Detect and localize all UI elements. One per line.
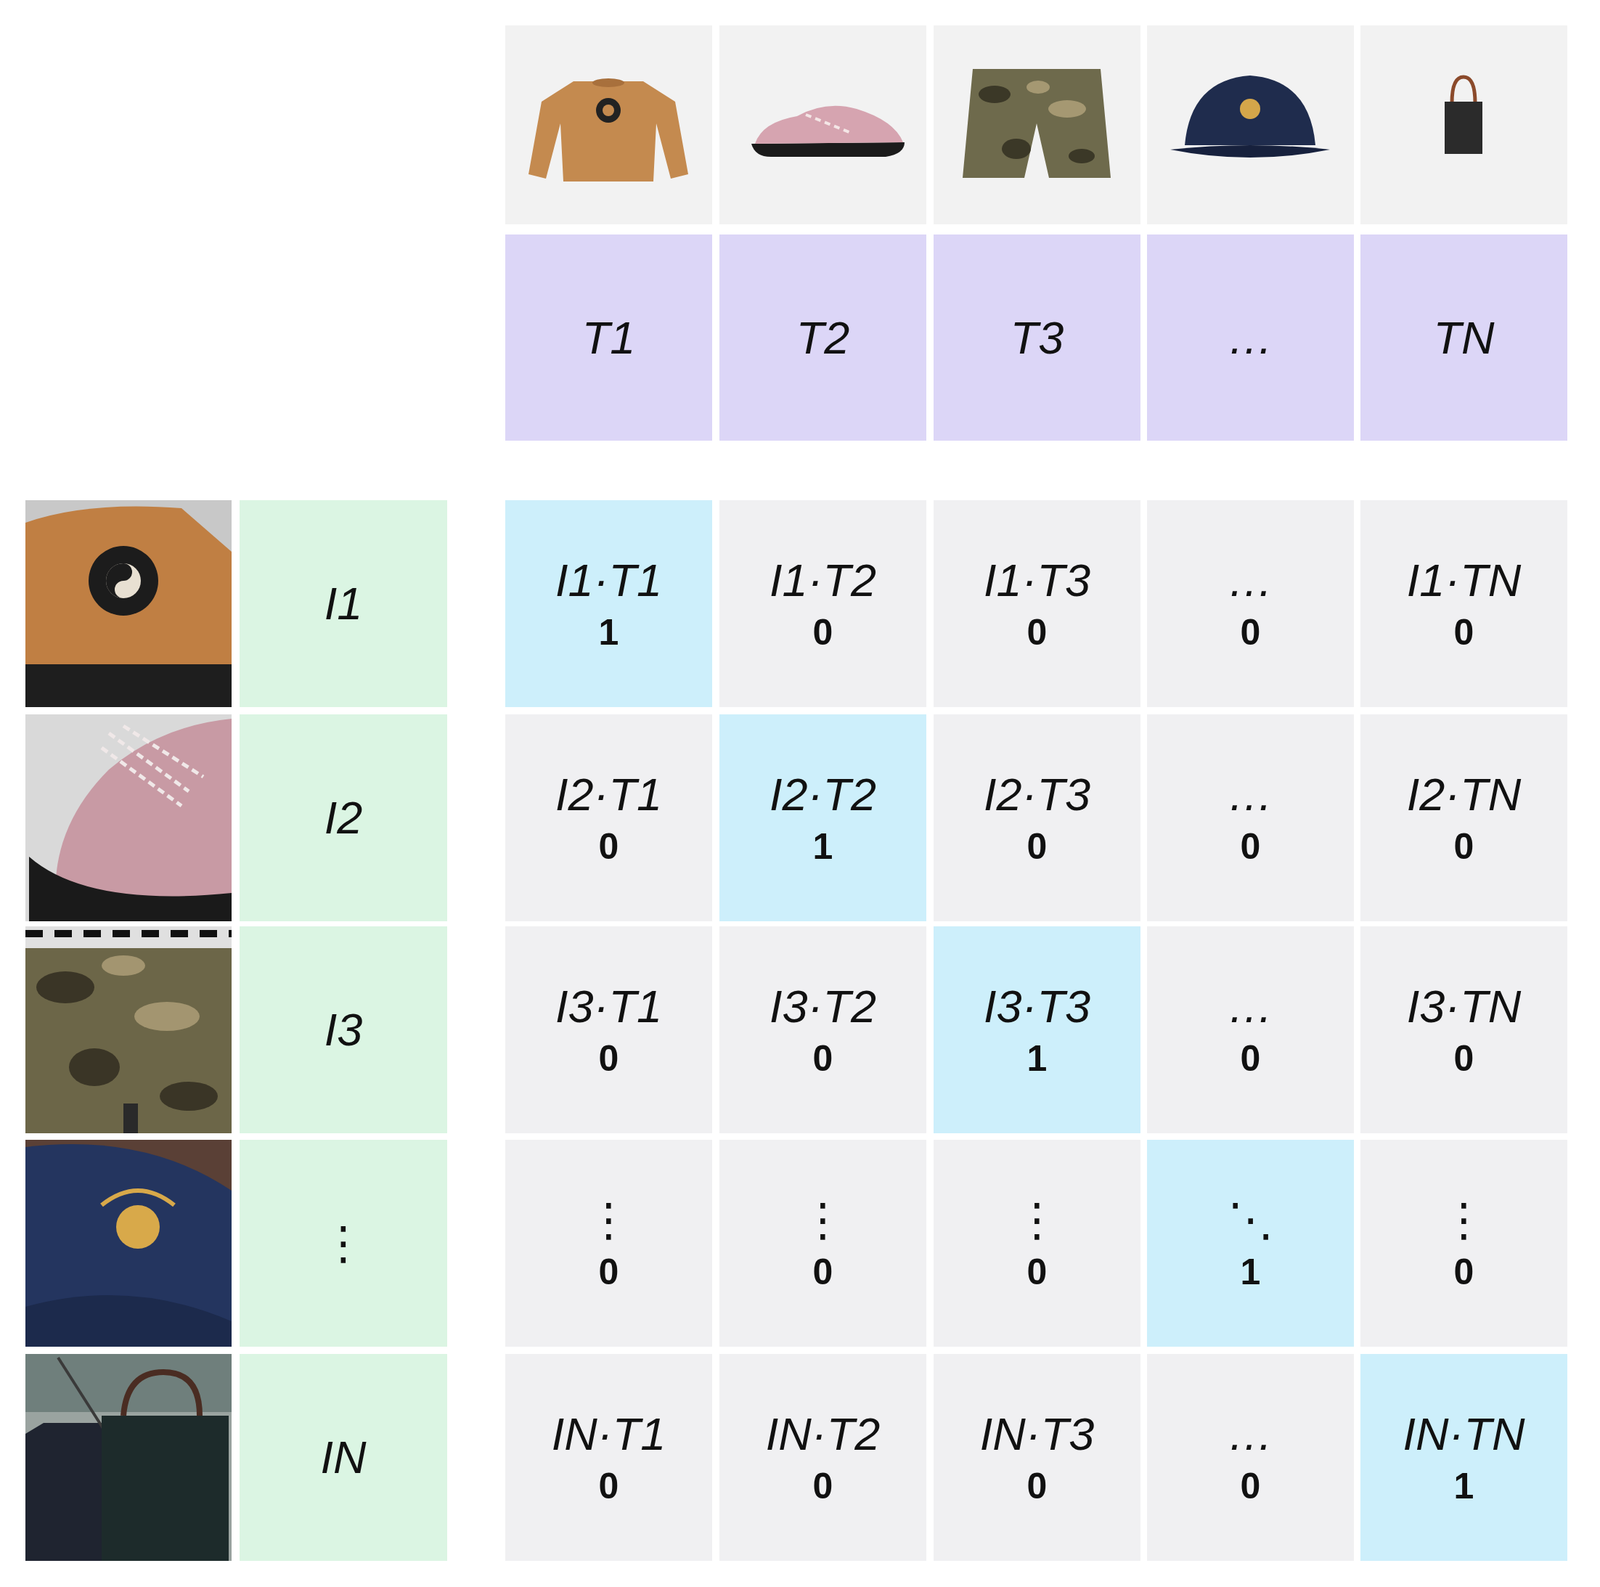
similarity-cell: I2·T1 0 <box>505 714 713 922</box>
target-value: 0 <box>598 826 620 869</box>
target-value: 1 <box>813 826 834 869</box>
similarity-cell: ⋮0 <box>719 1139 927 1347</box>
matching-pair-cell: I2·T2 1 <box>719 714 927 922</box>
embedding-label: … <box>1227 980 1274 1033</box>
embedding-label: I2·T2 <box>769 768 877 821</box>
text-embedding-box: T3 <box>933 234 1141 441</box>
matching-pair-cell: I1·T11 <box>505 500 713 708</box>
embedding-label: I1·T1 <box>555 553 663 607</box>
target-value: 1 <box>1240 1251 1261 1294</box>
embedding-label: TN <box>1433 311 1495 364</box>
text-embedding-box: T2 <box>719 234 927 441</box>
embedding-label: I2·T3 <box>983 768 1091 821</box>
embedding-label: ⋮ <box>320 1216 367 1269</box>
target-value: 0 <box>1454 826 1475 869</box>
embedding-label: … <box>1227 553 1274 607</box>
target-value: 0 <box>1240 1038 1261 1081</box>
similarity-cell: I3·T1 0 <box>505 926 713 1134</box>
embedding-label: T1 <box>582 311 636 364</box>
embedding-label: … <box>1227 768 1274 821</box>
embedding-label: I1·T3 <box>983 553 1091 607</box>
embedding-label: I3·TN <box>1406 980 1522 1033</box>
embedding-label: IN·T2 <box>765 1407 881 1460</box>
embedding-label: ⋮ <box>800 1193 846 1246</box>
embedding-label: I3·T2 <box>769 980 877 1033</box>
target-value: 0 <box>598 1251 620 1294</box>
target-value: 0 <box>1027 1251 1048 1294</box>
image-embedding-box: I2 <box>239 714 448 922</box>
target-value: 0 <box>813 1038 834 1081</box>
embedding-label: IN·TN <box>1403 1407 1526 1460</box>
similarity-cell: ⋮0 <box>1360 1139 1568 1347</box>
similarity-cell: …0 <box>1147 500 1354 708</box>
similarity-cell: …0 <box>1147 926 1354 1134</box>
embedding-label: I2·T1 <box>555 768 663 821</box>
embedding-label: ⋮ <box>1014 1193 1060 1246</box>
embedding-label: I2·TN <box>1406 768 1522 821</box>
text-embedding-box: … <box>1147 234 1354 441</box>
similarity-cell: I1·T30 <box>933 500 1141 708</box>
target-value: 0 <box>598 1465 620 1508</box>
matching-pair-cell: I3·T3 1 <box>933 926 1141 1134</box>
target-value: 1 <box>598 611 620 655</box>
similarity-cell: IN·T2 0 <box>719 1353 927 1561</box>
target-value: 0 <box>813 1251 834 1294</box>
target-value: 1 <box>1027 1038 1048 1081</box>
target-value: 0 <box>598 1038 620 1081</box>
similarity-cell: ⋮0 <box>933 1139 1141 1347</box>
embedding-label: I1 <box>324 577 363 630</box>
image-embedding-box: I1 <box>239 500 448 708</box>
similarity-cell: …0 <box>1147 714 1354 922</box>
similarity-cell: ⋮0 <box>505 1139 713 1347</box>
similarity-cell: …0 <box>1147 1353 1354 1561</box>
worn-photos <box>25 500 232 1561</box>
similarity-cell: IN·T3 0 <box>933 1353 1141 1561</box>
target-value: 0 <box>813 1465 834 1508</box>
embedding-label: I1·TN <box>1406 553 1522 607</box>
similarity-cell: I2·T3 0 <box>933 714 1141 922</box>
similarity-cell: I3·TN 0 <box>1360 926 1568 1134</box>
target-value: 0 <box>1240 826 1261 869</box>
target-value: 1 <box>1454 1465 1475 1508</box>
embedding-label: … <box>1227 1407 1274 1460</box>
target-value: 0 <box>1454 611 1475 655</box>
product-photos <box>505 25 1568 225</box>
matching-pair-cell: ⋱1 <box>1147 1139 1354 1347</box>
embedding-label: I1·T2 <box>769 553 877 607</box>
similarity-cell: I1·TN0 <box>1360 500 1568 708</box>
target-value: 0 <box>813 611 834 655</box>
matching-pair-cell: IN·TN 1 <box>1360 1353 1568 1561</box>
embedding-label: IN·T3 <box>980 1407 1095 1460</box>
similarity-cell: I1·T20 <box>719 500 927 708</box>
image-embedding-box: I3 <box>239 926 448 1134</box>
embedding-label: I2 <box>324 791 363 844</box>
embedding-label: IN·T1 <box>551 1407 667 1460</box>
image-embedding-box: ⋮ <box>239 1139 448 1347</box>
target-value: 0 <box>1027 1465 1048 1508</box>
target-value: 0 <box>1454 1038 1475 1081</box>
text-embedding-box: T1 <box>505 234 713 441</box>
embedding-label: I3·T1 <box>555 980 663 1033</box>
image-embedding-box: IN <box>239 1353 448 1561</box>
embedding-label: IN <box>320 1430 367 1484</box>
embedding-label: … <box>1227 311 1274 364</box>
target-value: 0 <box>1240 611 1261 655</box>
target-value: 0 <box>1454 1251 1475 1294</box>
embedding-label: I3 <box>324 1003 363 1056</box>
target-value: 0 <box>1027 611 1048 655</box>
text-embedding-box: TN <box>1360 234 1568 441</box>
embedding-label: T3 <box>1010 311 1065 364</box>
embedding-label: T2 <box>796 311 851 364</box>
embedding-label: I3·T3 <box>983 980 1091 1033</box>
target-value: 0 <box>1027 826 1048 869</box>
target-value: 0 <box>1240 1465 1261 1508</box>
embedding-label: ⋱ <box>1227 1193 1274 1246</box>
similarity-cell: I2·TN 0 <box>1360 714 1568 922</box>
similarity-cell: IN·T1 0 <box>505 1353 713 1561</box>
similarity-cell: I3·T2 0 <box>719 926 927 1134</box>
embedding-label: ⋮ <box>1441 1193 1487 1246</box>
embedding-label: ⋮ <box>585 1193 632 1246</box>
